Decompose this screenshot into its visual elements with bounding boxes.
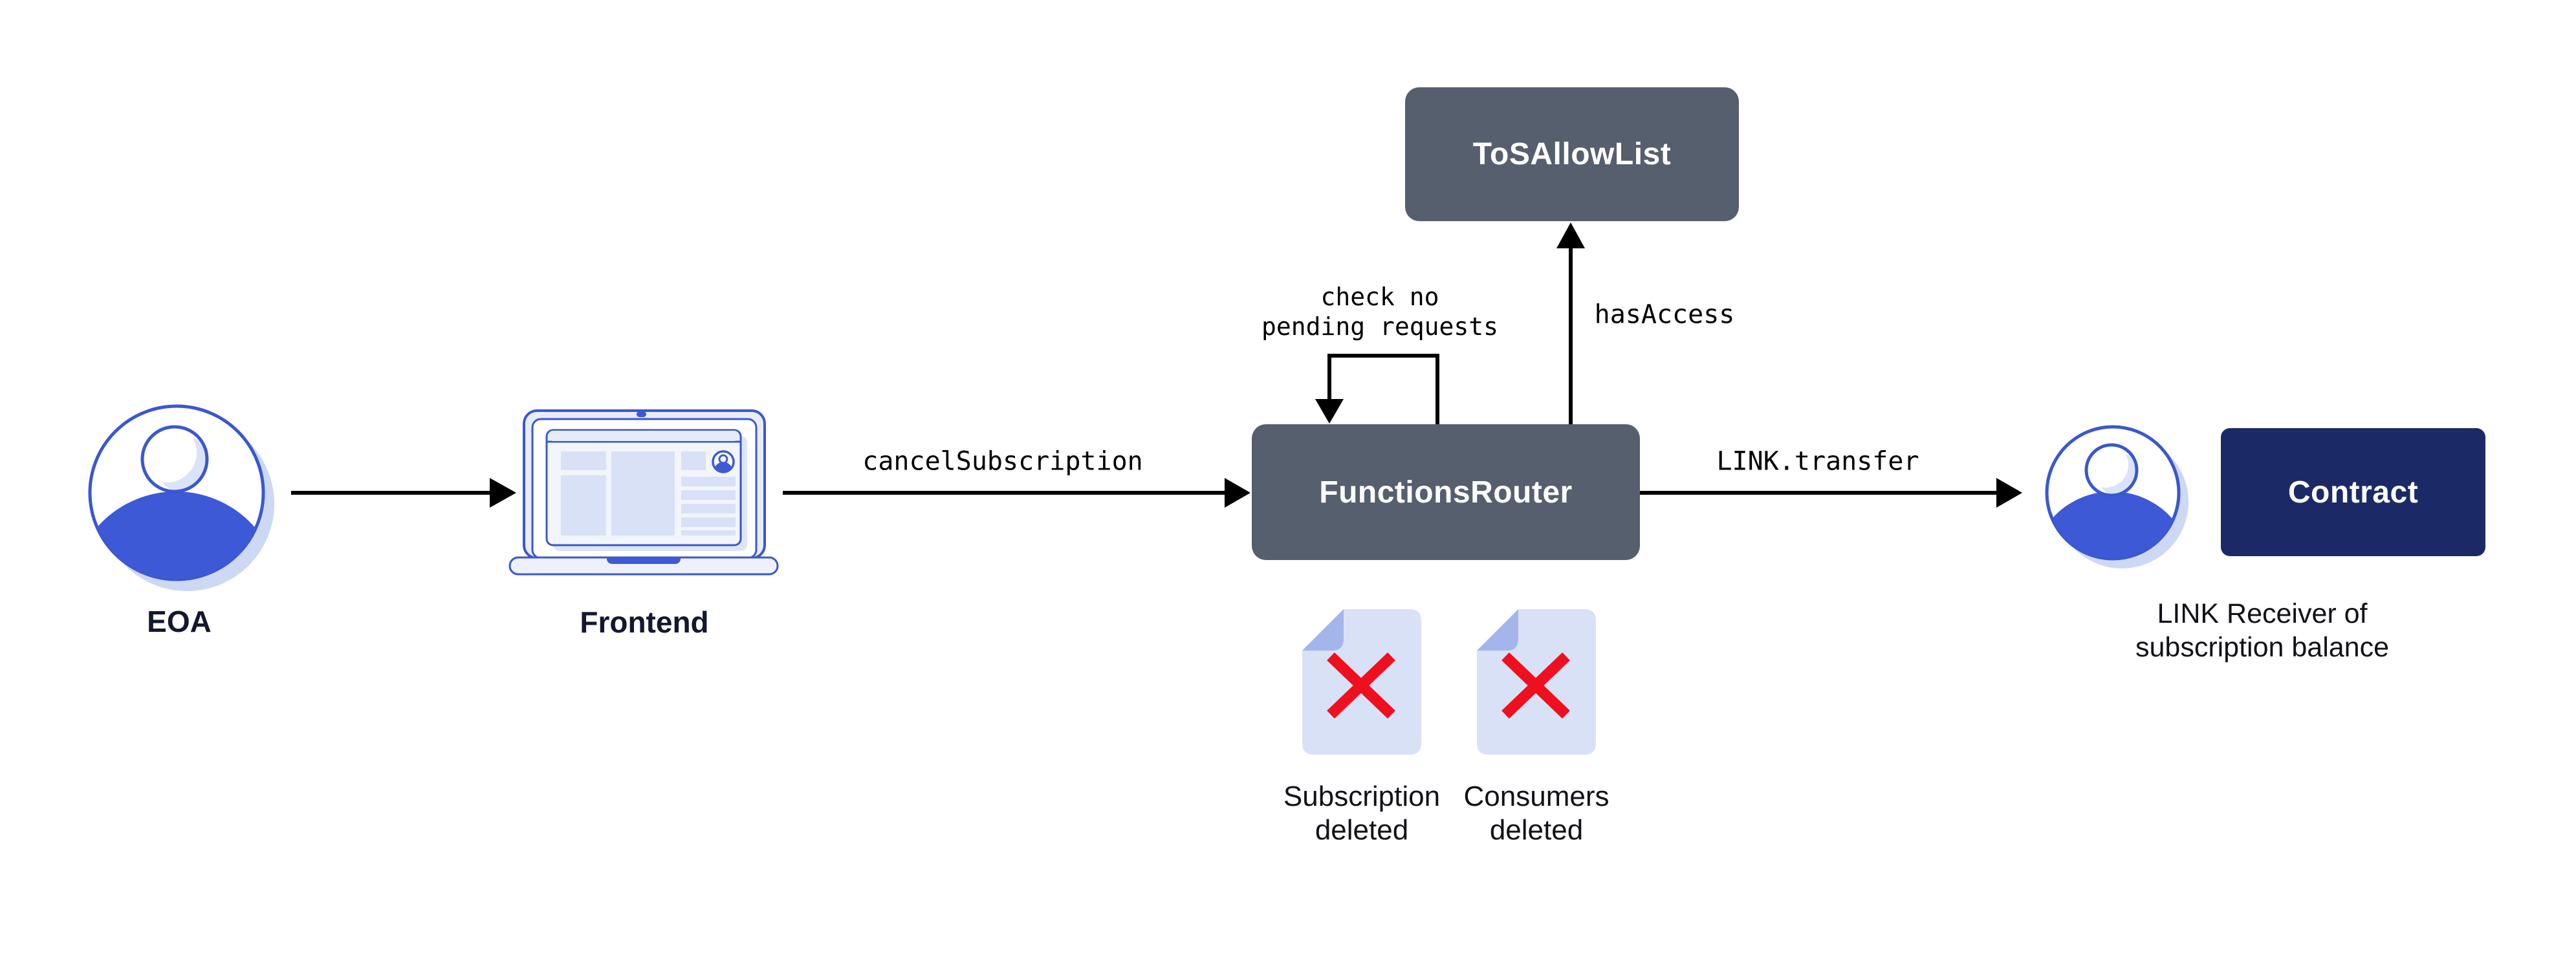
deleted-document-icon [1302,609,1421,755]
node-link-receiver-label: LINK Receiver of subscription balance [2135,598,2390,663]
laptop-icon [508,409,779,576]
arrow-router-self-loop [1315,354,1439,424]
user-icon [2045,425,2189,568]
edge-has-access-label: hasAccess [1594,299,1735,330]
node-eoa-label: EOA [147,605,212,638]
deleted-document-icon [1477,609,1596,755]
arrow-eoa-to-frontend [291,478,516,508]
artifact-subscription-deleted-label: Subscription deleted [1283,781,1441,846]
avatar-icon [712,450,735,473]
red-x-icon [1327,652,1395,719]
red-x-icon [1501,652,1570,719]
edge-check-no-pending-requests-label: check no pending requests [1261,283,1499,341]
node-frontend-label: Frontend [580,605,709,639]
edge-link-transfer-label: LINK.transfer [1716,446,1919,477]
arrow-router-to-tos [1556,222,1585,424]
node-tos-allow-list: ToSAllowList [1405,87,1739,221]
arrow-frontend-to-router [783,478,1250,508]
node-contract-label: Contract [2287,475,2419,510]
node-functions-router-label: FunctionsRouter [1319,475,1573,510]
node-contract: Contract [2221,428,2485,556]
artifact-consumers-deleted-label: Consumers deleted [1463,781,1610,846]
edge-cancel-subscription-label: cancelSubscription [862,446,1143,477]
arrow-router-to-receiver [1640,478,2022,508]
user-icon [88,404,274,591]
node-tos-allow-list-label: ToSAllowList [1472,137,1672,171]
node-functions-router: FunctionsRouter [1252,424,1640,560]
